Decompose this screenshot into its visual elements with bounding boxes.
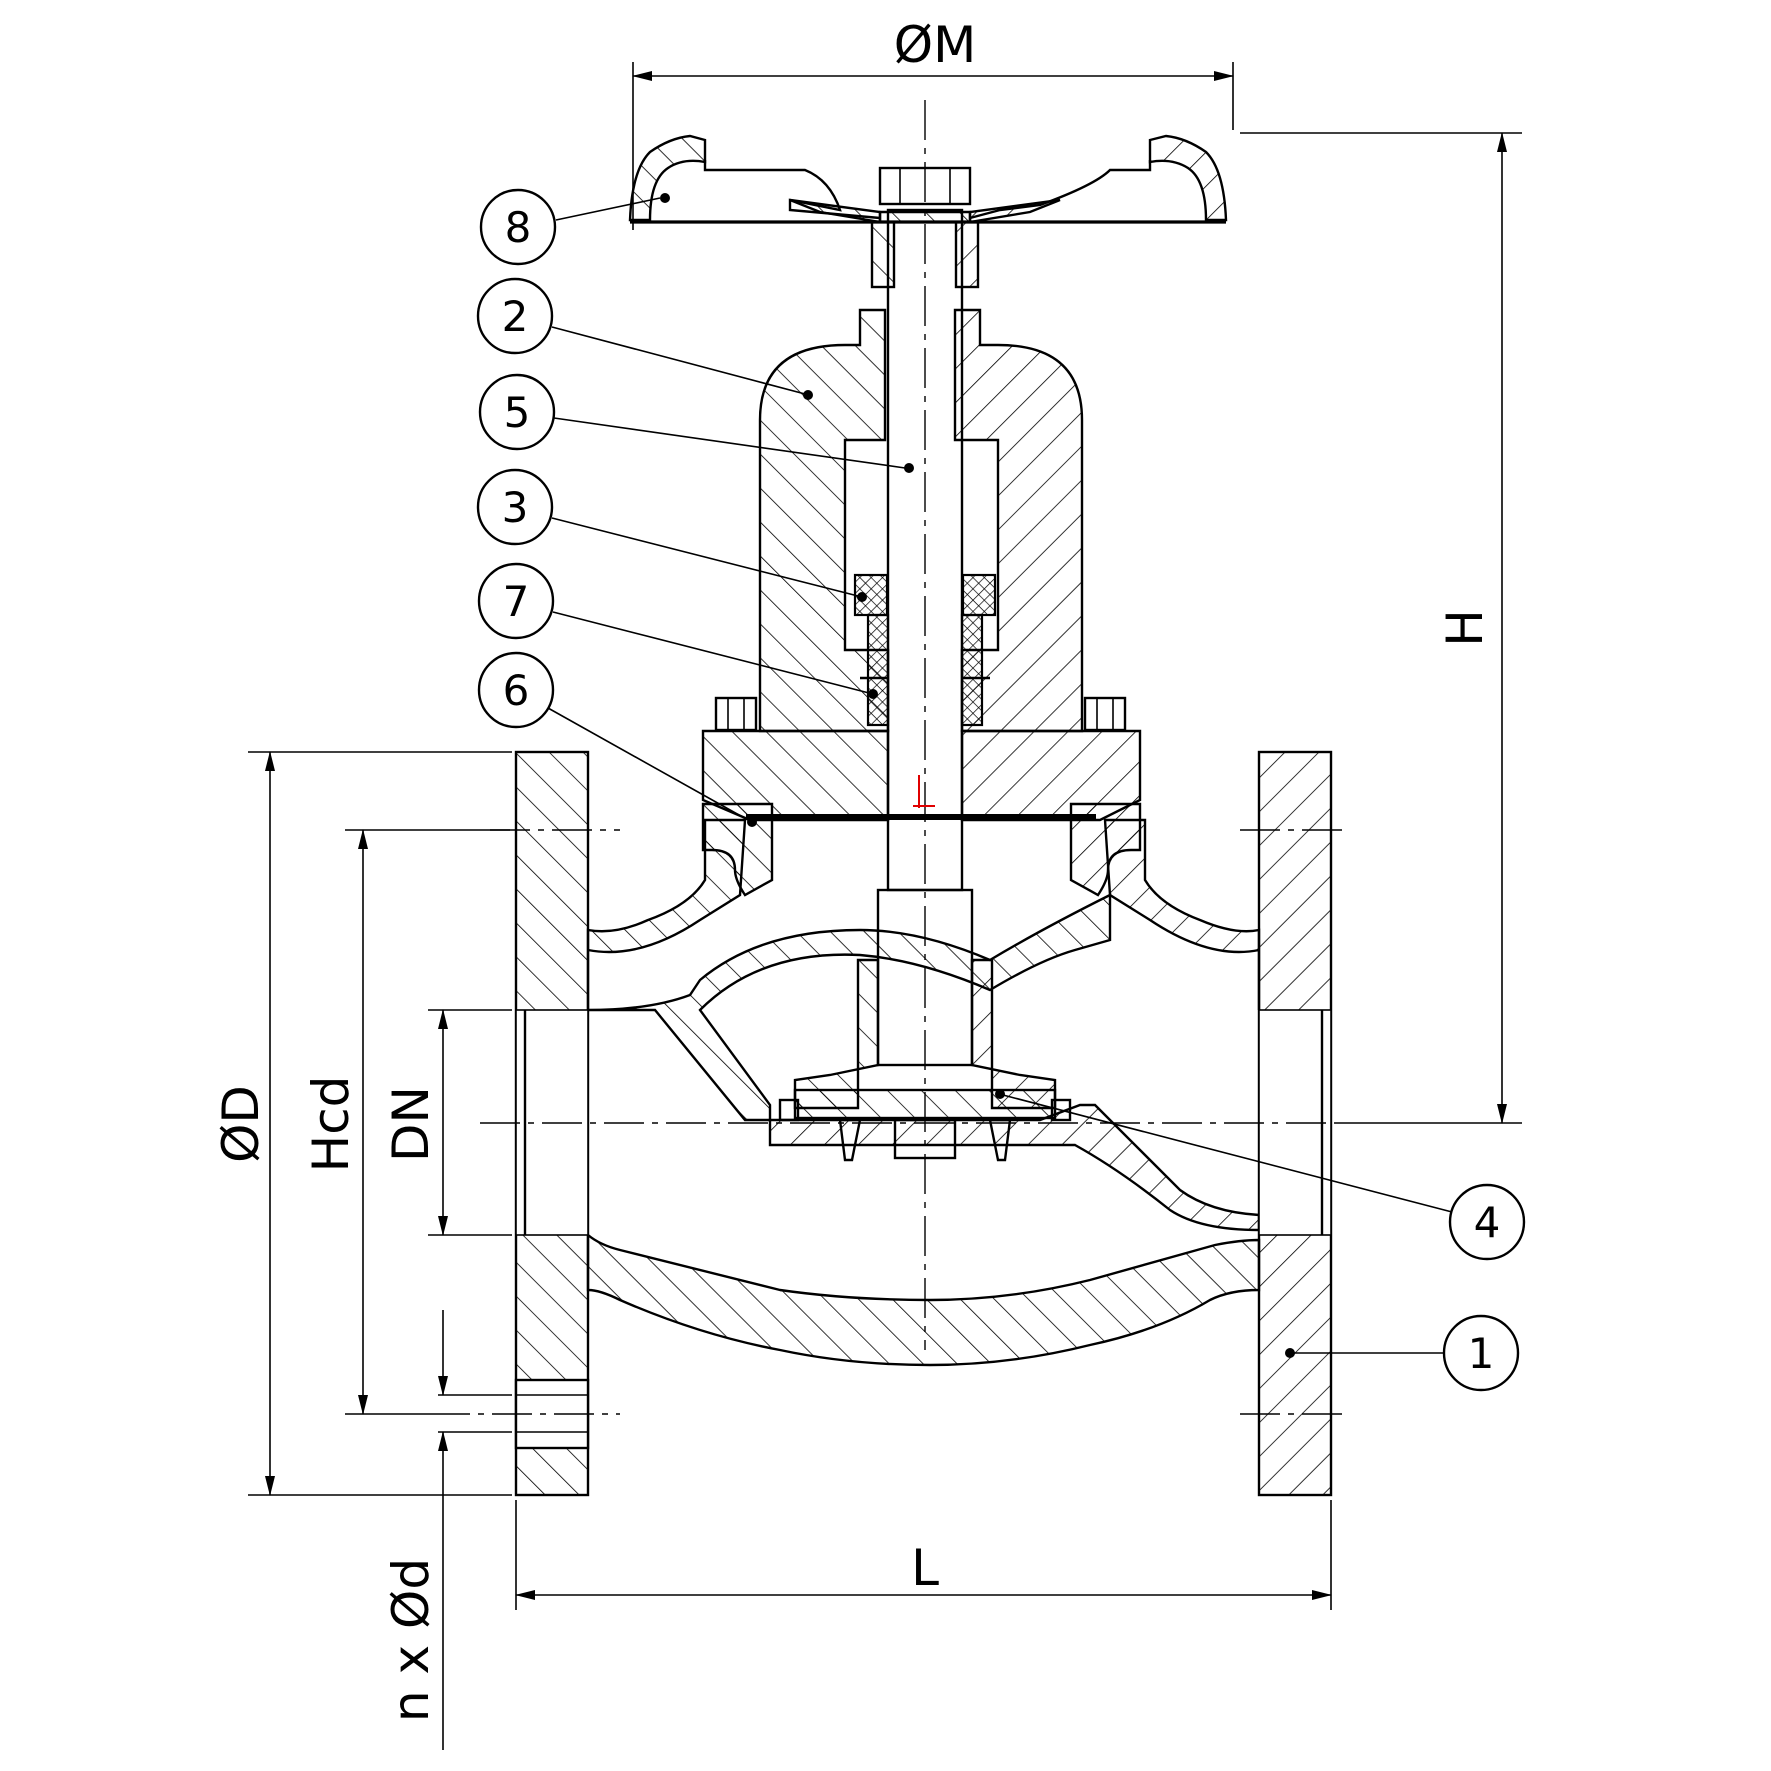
dim-label-dn: DN — [382, 1086, 440, 1162]
callout-4: 4 — [995, 1089, 1526, 1261]
bolt-head-left — [714, 696, 758, 732]
dimension-labels: ØM H ØD Hcd DN n x Ød L — [212, 16, 1494, 1722]
svg-text:1: 1 — [1468, 1329, 1495, 1378]
disc-guide-left — [838, 1118, 862, 1162]
handwheel — [628, 134, 1228, 289]
callout-1: 1 — [1285, 1314, 1520, 1392]
bonnet — [701, 308, 1142, 897]
svg-text:7: 7 — [503, 577, 530, 626]
bonnet-dome-right — [953, 308, 1084, 733]
body-neck-left — [701, 802, 774, 897]
dim-label-d: ØD — [212, 1085, 270, 1163]
body-upper-wall-right — [1103, 818, 1261, 1010]
hub-sleeve-right — [954, 220, 980, 289]
handwheel-rim-right — [1148, 134, 1228, 222]
bonnet-dome-left — [758, 308, 890, 733]
body-lower-bowl — [586, 1232, 1261, 1367]
origin-marker — [913, 775, 935, 808]
handwheel-rim-left — [628, 134, 707, 222]
dimension-lines — [248, 62, 1522, 1750]
hub-sleeve-left — [870, 220, 896, 289]
callout-2: 2 — [476, 277, 813, 400]
callouts: 8 2 5 3 7 — [476, 188, 1526, 1392]
bonnet-flange-left — [701, 729, 890, 822]
svg-text:3: 3 — [502, 483, 529, 532]
disc-holder-left — [793, 958, 880, 1110]
callout-7: 7 — [477, 562, 878, 699]
bolt-head-right — [1083, 696, 1127, 732]
svg-text:4: 4 — [1474, 1198, 1501, 1247]
disc-guide-right — [988, 1118, 1012, 1162]
body-neck-right — [1069, 802, 1142, 897]
bonnet-flange-right — [960, 729, 1142, 822]
body-upper-wall-left — [586, 818, 747, 1010]
svg-text:6: 6 — [503, 666, 530, 715]
valve-body — [514, 750, 1333, 1497]
svg-text:8: 8 — [505, 203, 532, 252]
disc-holder-right — [970, 958, 1057, 1110]
packing-gland-right — [961, 573, 997, 617]
dim-label-l: L — [911, 1539, 939, 1597]
callout-3: 3 — [476, 468, 867, 602]
dim-label-nd: n x Ød — [382, 1558, 440, 1722]
dim-label-h: H — [1436, 609, 1494, 647]
svg-text:5: 5 — [504, 388, 531, 437]
body-inner-wall — [587, 893, 1112, 1122]
gasket — [746, 814, 1096, 820]
callout-8: 8 — [479, 188, 670, 266]
center-lines — [430, 100, 1345, 1415]
callout-5: 5 — [478, 373, 914, 473]
dim-label-hcd: Hcd — [302, 1076, 360, 1173]
svg-text:2: 2 — [502, 292, 529, 341]
dim-label-m: ØM — [894, 16, 977, 74]
packing-ring-right — [960, 613, 984, 727]
callout-6: 6 — [477, 651, 757, 827]
body-seat-wall — [768, 1103, 1261, 1232]
packing-ring-left — [866, 613, 890, 727]
